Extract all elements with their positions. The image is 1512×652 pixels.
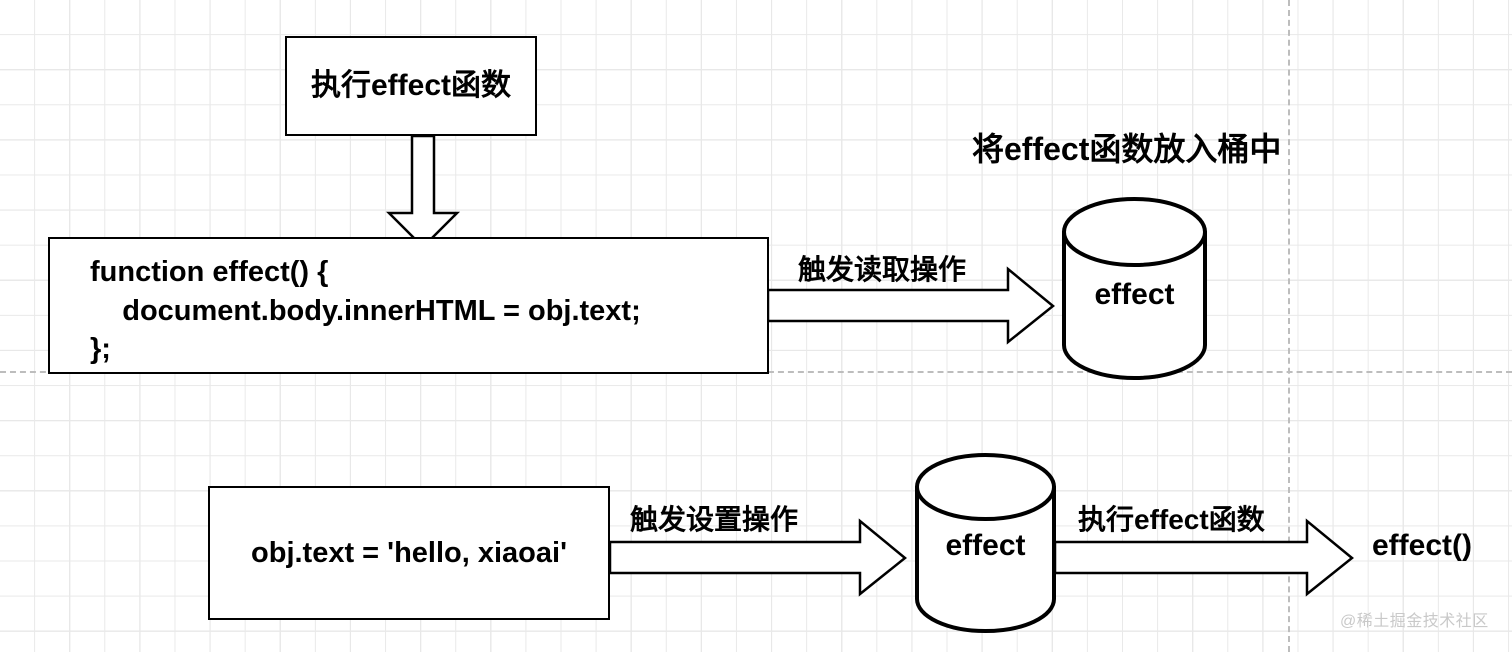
- arrow-run-effect-down: [385, 134, 461, 249]
- set-obj-text-box-label: obj.text = 'hello, xiaoai': [251, 536, 567, 569]
- result-effect-call-label: effect(): [1372, 529, 1473, 562]
- effect-code-box[interactable]: function effect() { document.body.innerH…: [48, 237, 769, 374]
- arrow-run-effect-right: [1053, 518, 1354, 597]
- bucket-bottom-shape: [915, 453, 1056, 633]
- page-break-vertical: [1288, 0, 1290, 652]
- bucket-title-note: 将effect函数放入桶中: [972, 131, 1282, 167]
- effect-code-text: function effect() { document.body.innerH…: [90, 256, 641, 366]
- bucket-top-shape: [1062, 197, 1207, 380]
- watermark-label: @稀土掘金技术社区: [1340, 613, 1489, 630]
- arrow-set-trigger: [608, 518, 907, 597]
- trigger-effect-box-label: 执行effect函数: [310, 69, 512, 103]
- edge-label-read-trigger: 触发读取操作: [798, 254, 967, 285]
- edge-label-set-trigger: 触发设置操作: [630, 504, 799, 535]
- set-obj-text-box[interactable]: obj.text = 'hello, xiaoai': [208, 486, 610, 620]
- arrow-read-trigger: [766, 266, 1055, 345]
- bucket-bottom-label: effect: [945, 529, 1026, 562]
- bucket-top-label: effect: [1094, 278, 1175, 311]
- trigger-effect-box[interactable]: 执行effect函数: [285, 36, 537, 136]
- edge-label-run-effect: 执行effect函数: [1078, 504, 1265, 535]
